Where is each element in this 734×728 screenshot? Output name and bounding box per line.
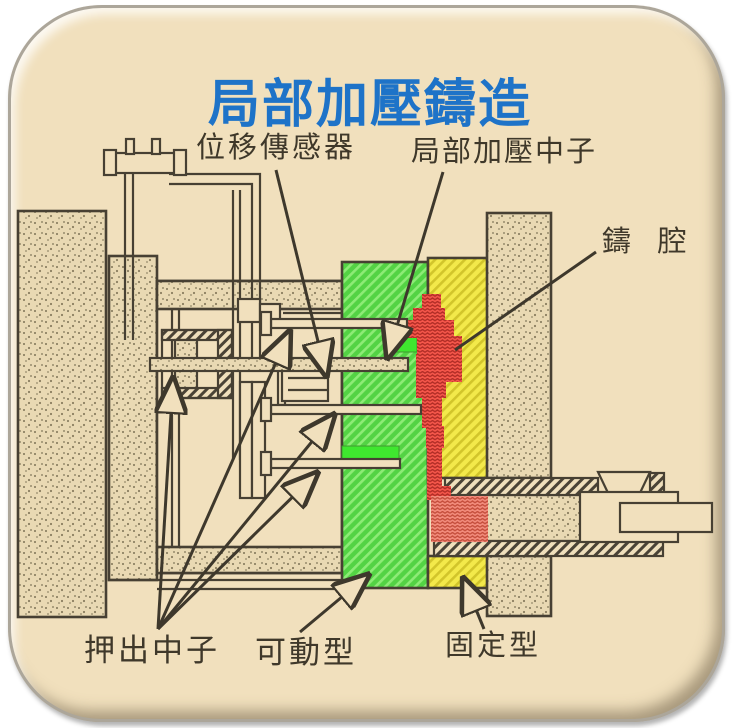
label-ejector-core: 押出中子: [84, 633, 220, 668]
cavity-leader-line: [454, 250, 597, 352]
local-pressure-pin-rod: [148, 356, 410, 373]
annotation-leaders: [156, 169, 597, 634]
movable-die-arrow: [299, 576, 367, 634]
ejector-arrow: [156, 416, 333, 630]
biscuit: [431, 496, 488, 542]
ejector-arrow: [158, 380, 173, 630]
fixed-platen-upper: [485, 211, 553, 480]
label-fixed-die: 固定型: [445, 630, 542, 662]
casting-cavity-metal: [406, 294, 488, 542]
ejector-pin: [269, 403, 423, 416]
plunger-rod: [618, 501, 714, 534]
label-casting-cavity: 鑄 腔: [602, 226, 691, 258]
fixed-die-block-lower: [426, 554, 490, 590]
sensor-leader-line: [274, 169, 326, 374]
page-title: 局部加壓鑄造: [207, 76, 532, 134]
machine-structure: [16, 137, 344, 619]
label-displacement-sensor: 位移傳感器: [196, 132, 357, 164]
ejector-arrow: [156, 474, 316, 631]
fixed-die-arrow: [464, 580, 484, 630]
fixed-platen-lower: [485, 554, 553, 618]
ejector-arrow: [156, 333, 289, 630]
pin-flange: [259, 450, 273, 477]
pin-flange: [259, 396, 273, 423]
sleeve-wall-top: [443, 476, 600, 497]
label-local-pressure-core: 局部加壓中子: [411, 136, 598, 168]
pin-flange: [259, 310, 273, 337]
shot-sleeve: [432, 470, 714, 558]
pressure-core-leader-line: [388, 171, 445, 356]
label-movable-die: 可動型: [255, 635, 357, 670]
moving-platen: [16, 209, 108, 619]
sensor-bracket: [102, 137, 188, 340]
ejector-pin: [269, 317, 409, 330]
sleeve-wall-bottom: [432, 539, 665, 558]
